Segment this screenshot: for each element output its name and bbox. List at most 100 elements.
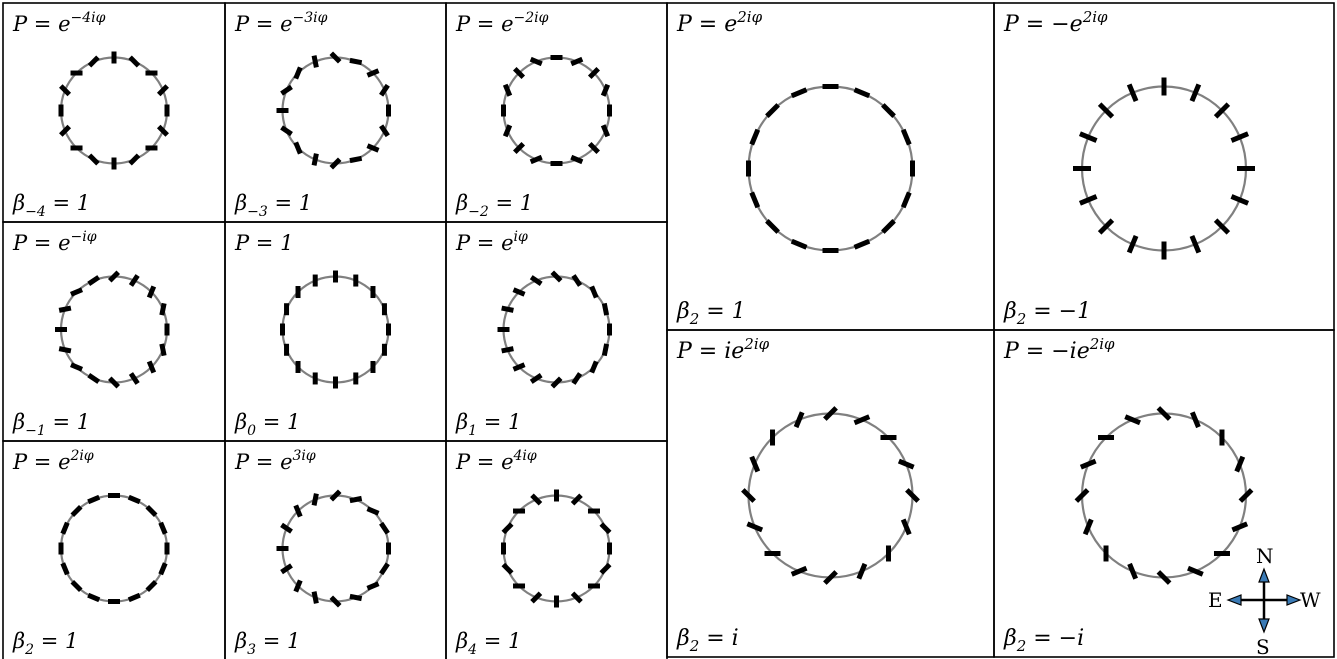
- panel-top-label: P = e2iφ: [676, 8, 763, 37]
- polarization-tick: [589, 360, 599, 374]
- top-label-exponent: iφ: [514, 229, 528, 245]
- panel-bottom-label: β4 = 1: [455, 629, 521, 658]
- top-label-exponent: −3iφ: [293, 10, 328, 26]
- polarization-tick: [897, 458, 915, 470]
- polarization-tick: [329, 51, 342, 64]
- bottom-label-subscript: 3: [247, 642, 256, 658]
- bottom-label-base: β: [234, 191, 247, 215]
- polarization-tick: [156, 84, 169, 97]
- polarization-tick: [146, 360, 157, 374]
- compass-rose: N S E W: [1208, 544, 1321, 659]
- polarization-tick: [87, 55, 100, 68]
- polarization-tick: [746, 521, 764, 533]
- polarization-tick: [589, 285, 599, 299]
- panel-top-label: P = ie2iφ: [676, 335, 770, 364]
- top-label-exponent: −4iφ: [71, 10, 106, 26]
- panel-bottom-label: β−4 = 1: [12, 191, 90, 220]
- top-label-base: P = 1: [234, 231, 293, 255]
- polarization-tick: [1156, 570, 1172, 585]
- panel-top-label: P = 1: [234, 231, 293, 255]
- polarization-tick: [145, 505, 158, 518]
- polarization-tick: [349, 57, 363, 66]
- polarization-tick: [128, 274, 140, 287]
- polarization-tick: [329, 489, 342, 502]
- polarization-tick: [1097, 218, 1115, 235]
- polarization-tick: [60, 521, 70, 535]
- bottom-label-base: β: [12, 191, 25, 215]
- polarization-tick: [501, 346, 514, 354]
- polarization-tick: [87, 275, 101, 286]
- polarization-tick: [1230, 194, 1250, 206]
- polarization-tick: [587, 141, 600, 154]
- top-label-base: P = e: [234, 12, 293, 36]
- top-label-base: P = e: [455, 231, 514, 255]
- polarization-tick: [128, 55, 141, 68]
- polarization-tick: [156, 124, 169, 137]
- polarization-tick: [1124, 414, 1141, 426]
- bottom-label-subscript: 2: [1016, 637, 1027, 655]
- polarization-tick: [58, 346, 72, 354]
- polarization-tick: [570, 154, 584, 165]
- compass-east-arrow-icon: [1226, 594, 1242, 606]
- polarization-tick: [853, 87, 871, 99]
- polarization-tick: [311, 153, 319, 166]
- polarization-tick: [293, 579, 303, 593]
- top-label-base: P = e: [676, 12, 737, 37]
- panel-bottom-label: β2 = 1: [12, 629, 78, 658]
- polarization-tick: [529, 373, 543, 384]
- polarization-tick: [502, 124, 513, 138]
- panel-top-label: P = −e2iφ: [1003, 8, 1108, 37]
- polarization-tick: [570, 591, 583, 604]
- polarization-tick: [512, 287, 526, 297]
- panel-bottom-label: β2 = −1: [1003, 299, 1091, 328]
- polarization-tick: [145, 579, 158, 592]
- polarization-tick: [87, 592, 101, 603]
- panel-border: [993, 2, 1335, 331]
- compass-north-arrow-icon: [1258, 567, 1270, 583]
- polarization-tick: [529, 56, 543, 67]
- bottom-label-subscript: −1: [25, 423, 46, 439]
- polarization-tick: [59, 84, 72, 97]
- bottom-label-value: = 1: [268, 191, 312, 215]
- polarization-tick: [127, 592, 141, 603]
- compass-w-label: W: [1300, 588, 1321, 612]
- bottom-label-value: = 1: [256, 629, 300, 653]
- panel-border: [666, 2, 995, 331]
- polarization-tick: [1074, 488, 1090, 503]
- bottom-label-subscript: −2: [468, 204, 489, 220]
- top-label-exponent: 4iφ: [513, 448, 537, 464]
- bottom-label-subscript: −3: [247, 204, 268, 220]
- top-label-base: P = e: [455, 450, 514, 474]
- polarization-tick: [1230, 131, 1250, 143]
- polarization-tick: [853, 414, 871, 426]
- polarization-tick: [571, 274, 583, 287]
- top-label-exponent: 2iφ: [1089, 335, 1115, 353]
- panel-top-label: P = e2iφ: [12, 448, 94, 474]
- bottom-label-base: β: [1003, 299, 1017, 324]
- polarization-tick: [293, 141, 303, 155]
- top-label-base: P = e: [455, 12, 514, 36]
- polarization-tick: [107, 376, 121, 389]
- panel-bottom-label: β2 = 1: [676, 299, 746, 328]
- panel-p0: P = 1β0 = 1: [224, 221, 447, 442]
- bottom-label-base: β: [676, 299, 690, 324]
- polarization-tick: [127, 494, 141, 505]
- top-label-exponent: −iφ: [71, 229, 97, 245]
- bottom-label-subscript: 2: [24, 642, 34, 658]
- polarization-tick: [881, 103, 896, 118]
- polarization-tick: [793, 411, 805, 429]
- bottom-label-subscript: 2: [689, 637, 700, 655]
- top-label-exponent: 2iφ: [1082, 8, 1108, 26]
- polarization-tick: [349, 495, 363, 504]
- polarization-tick: [529, 154, 543, 165]
- polarization-tick: [601, 343, 610, 357]
- bottom-label-value: = −1: [1026, 299, 1091, 324]
- polarization-tick: [70, 505, 83, 518]
- polarization-tick: [1078, 131, 1098, 143]
- panel-bottom-label: β−1 = 1: [12, 410, 90, 439]
- polarization-tick: [1187, 565, 1204, 577]
- polarization-tick: [379, 83, 390, 97]
